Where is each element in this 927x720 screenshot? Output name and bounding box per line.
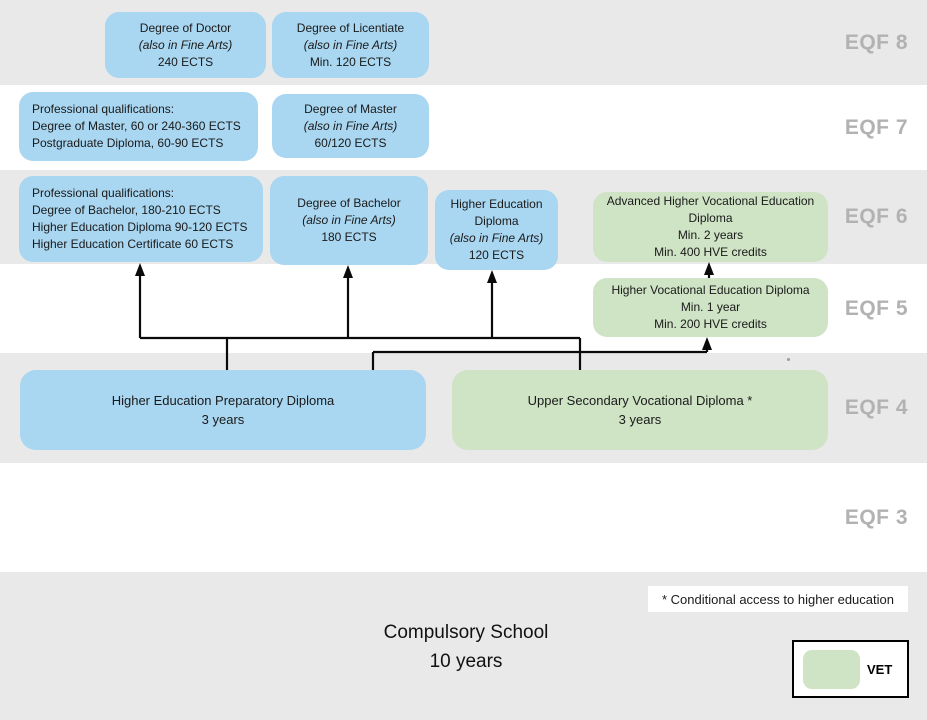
compulsory-school-line2: 10 years xyxy=(429,651,503,672)
compulsory-school-line1: Compulsory School xyxy=(383,622,549,643)
artifact-dot xyxy=(787,358,790,361)
vet-legend-label: VET xyxy=(867,661,893,677)
box-text-line: Degree of Doctor xyxy=(139,20,232,35)
vet-color-swatch xyxy=(803,649,860,689)
note-text: * Conditional access to higher education xyxy=(662,591,894,607)
eqf8-label: EQF 8 xyxy=(844,30,908,54)
box-text-line: 3 years xyxy=(201,412,245,427)
eqf4-label: EQF 4 xyxy=(844,396,908,419)
eqf6-label: EQF 6 xyxy=(844,205,908,228)
box-text-line: Min. 400 HVE credits xyxy=(654,245,767,259)
band-eqf7: EQF 7 xyxy=(0,85,927,170)
box-text-line: Upper Secondary Vocational Diploma * xyxy=(527,393,753,408)
box-text-line: Higher Education Diploma xyxy=(450,197,543,228)
box-text-line: Min. 2 years xyxy=(677,228,744,242)
box-text-line: Higher Education Certificate 60 ECTS xyxy=(32,237,234,251)
box-text-line: Degree of Master, 60 or 240-360 ECTS xyxy=(32,119,241,133)
box-text-line: 3 years xyxy=(618,412,662,427)
box-text-line: 120 ECTS xyxy=(468,248,525,262)
eqf5-label: EQF 5 xyxy=(844,296,908,320)
band-eqf5: EQF 5 xyxy=(0,264,927,353)
box-professional-qualifications-eqf7: Professional qualifications: Degree of M… xyxy=(19,92,258,161)
box-text-line: Min. 1 year xyxy=(680,300,741,314)
box-text-line: Higher Vocational Education Diploma xyxy=(611,283,810,297)
box-text-line: (also in Fine Arts) xyxy=(303,118,398,133)
box-text-line: Professional qualifications: xyxy=(32,186,175,200)
box-text-line: Min. 200 HVE credits xyxy=(654,317,767,331)
box-text-line: Higher Education Preparatory Diploma xyxy=(111,393,335,408)
conditional-access-note: * Conditional access to higher education xyxy=(648,586,908,612)
box-text-line: Professional qualifications: xyxy=(32,102,175,116)
box-degree-of-doctor: Degree of Doctor (also in Fine Arts) 240… xyxy=(105,12,266,78)
box-text-line: (also in Fine Arts) xyxy=(449,231,544,245)
box-advanced-higher-vocational-education-diploma: Advanced Higher Vocational Education Dip… xyxy=(593,192,828,262)
box-text-line: Degree of Licentiate xyxy=(296,20,405,35)
box-text-line: Degree of Bachelor, 180-210 ECTS xyxy=(32,203,221,217)
box-higher-education-preparatory-diploma: Higher Education Preparatory Diploma 3 y… xyxy=(20,370,426,450)
box-text-line: Advanced Higher Vocational Education Dip… xyxy=(606,194,815,225)
box-text-line: Min. 120 ECTS xyxy=(309,54,392,69)
box-text-line: 60/120 ECTS xyxy=(314,135,387,150)
box-degree-of-bachelor: Degree of Bachelor (also in Fine Arts) 1… xyxy=(270,176,428,265)
box-text-line: Higher Education Diploma 90-120 ECTS xyxy=(32,220,248,234)
compulsory-school-label: Compulsory School 10 years xyxy=(280,618,652,676)
box-text-line: (also in Fine Arts) xyxy=(138,37,233,52)
box-upper-secondary-vocational-diploma: Upper Secondary Vocational Diploma * 3 y… xyxy=(452,370,828,450)
box-higher-vocational-education-diploma: Higher Vocational Education Diploma Min.… xyxy=(593,278,828,337)
box-degree-of-licentiate: Degree of Licentiate (also in Fine Arts)… xyxy=(272,12,429,78)
box-degree-of-master: Degree of Master (also in Fine Arts) 60/… xyxy=(272,94,429,158)
box-text-line: 240 ECTS xyxy=(157,54,214,69)
box-text-line: (also in Fine Arts) xyxy=(303,37,398,52)
box-text-line: Postgraduate Diploma, 60-90 ECTS xyxy=(32,136,224,150)
box-text-line: Degree of Master xyxy=(304,101,397,116)
band-eqf3: EQF 3 xyxy=(0,463,927,572)
vet-legend: VET xyxy=(792,640,909,698)
box-professional-qualifications-eqf6: Professional qualifications: Degree of B… xyxy=(19,176,263,262)
box-text-line: (also in Fine Arts) xyxy=(302,213,396,227)
box-text-line: 180 ECTS xyxy=(321,230,377,244)
box-text-line: Degree of Bachelor xyxy=(297,196,401,210)
eqf3-label: EQF 3 xyxy=(844,505,908,529)
eqf7-label: EQF 7 xyxy=(844,115,908,139)
box-higher-education-diploma: Higher Education Diploma (also in Fine A… xyxy=(435,190,558,270)
